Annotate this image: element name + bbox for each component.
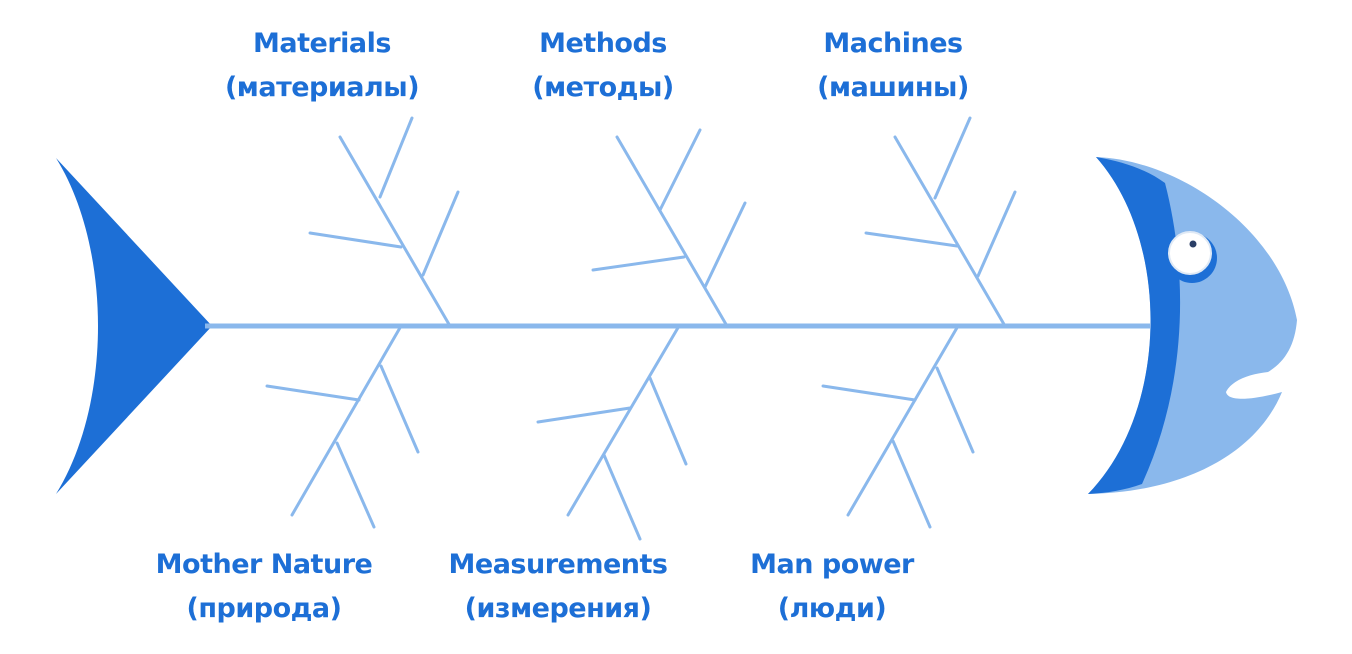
machines-label-ru: (машины): [817, 72, 969, 103]
machines-sub-bone: [864, 231, 959, 248]
measurements-label-en: Measurements: [448, 549, 668, 580]
measurements-label-ru: (измерения): [464, 593, 652, 624]
fish-bones: [265, 116, 1017, 541]
mother-nature-sub-bone: [379, 364, 420, 454]
category-label-materials: Materials (материалы): [224, 22, 420, 110]
man-power-label-ru: (люди): [777, 593, 887, 624]
materials-sub-bone: [421, 190, 460, 277]
materials-sub-bone: [308, 231, 403, 249]
fish-gill: [1088, 157, 1181, 494]
category-label-methods: Methods (методы): [532, 22, 674, 110]
machines-sub-bone: [976, 190, 1017, 278]
machines-label-en: Machines: [823, 28, 963, 59]
measurements-sub-bone: [536, 406, 632, 424]
machines-main-bone: [893, 135, 1007, 328]
mother-nature-sub-bone: [265, 384, 361, 402]
measurements-sub-bone: [648, 376, 688, 466]
category-label-measurements: Measurements (измерения): [449, 543, 668, 631]
methods-sub-bone: [658, 128, 702, 212]
materials-label-ru: (материалы): [224, 72, 420, 103]
fish-eye-icon: [1167, 231, 1217, 283]
man-power-main-bone: [846, 324, 960, 517]
man-power-label-en: Man power: [750, 549, 914, 580]
methods-label-ru: (методы): [532, 72, 674, 103]
man-power-sub-bone: [891, 439, 932, 529]
measurements-sub-bone: [602, 453, 642, 541]
methods-main-bone: [615, 135, 729, 328]
category-label-mother-nature: Mother Nature (природа): [156, 543, 373, 631]
fish-tail: [56, 158, 212, 494]
methods-sub-bone: [591, 255, 686, 272]
mother-nature-label-ru: (природа): [186, 593, 342, 624]
category-label-machines: Machines (машины): [817, 22, 969, 110]
man-power-sub-bone: [821, 384, 917, 402]
methods-sub-bone: [703, 201, 747, 289]
materials-sub-bone: [378, 116, 414, 199]
materials-label-en: Materials: [253, 28, 391, 59]
materials-main-bone: [338, 135, 452, 328]
measurements-main-bone: [566, 324, 681, 517]
machines-sub-bone: [933, 116, 972, 200]
category-label-man-power: Man power (люди): [750, 543, 914, 631]
mother-nature-sub-bone: [335, 441, 376, 529]
mother-nature-label-en: Mother Nature: [155, 549, 373, 580]
man-power-sub-bone: [935, 366, 975, 454]
mother-nature-main-bone: [290, 324, 403, 517]
methods-label-en: Methods: [539, 28, 667, 59]
